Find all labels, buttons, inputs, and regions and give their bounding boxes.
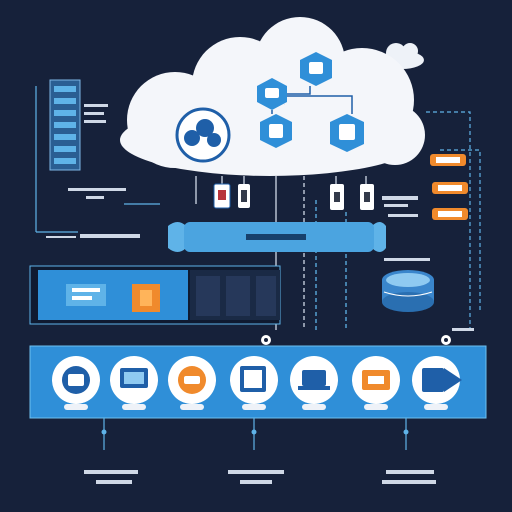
monitor-icon (110, 356, 158, 404)
left-small-marks (84, 104, 108, 123)
cable-plug-icons (213, 183, 374, 210)
laptop-icon (290, 356, 338, 404)
orange-service-icon (168, 356, 216, 404)
hexagon-node-icon (330, 114, 364, 152)
hexagon-node-icon (300, 52, 332, 86)
left-bracket-lines (35, 86, 160, 233)
hexagon-node-icon (260, 114, 292, 148)
cloud-nodes-icon (175, 107, 231, 163)
service-banner (168, 222, 386, 252)
bottom-dots (101, 429, 409, 435)
box-icon (352, 356, 400, 404)
right-dashed-lines (426, 111, 481, 330)
right-text-marks (382, 196, 474, 331)
bottom-text-marks (84, 470, 436, 484)
icon-base-pedestals (64, 404, 448, 410)
right-device-icons (430, 154, 468, 220)
server-rack (49, 79, 81, 171)
arrow-flag-icon (412, 356, 462, 404)
left-text-marks (46, 188, 140, 238)
cloud-connection-lines (271, 86, 353, 114)
storage-drum (382, 270, 434, 312)
cloud-device-icon (52, 356, 100, 404)
document-icon (230, 356, 278, 404)
hexagon-node-icon (257, 78, 287, 110)
data-center-panel (29, 265, 281, 325)
connector-nodes (261, 335, 451, 345)
